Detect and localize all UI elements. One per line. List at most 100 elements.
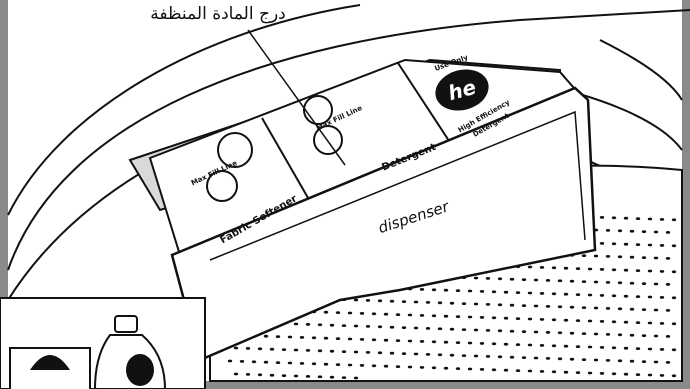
- drum-hole: [342, 350, 346, 353]
- drum-hole: [660, 244, 664, 247]
- drum-hole: [618, 359, 622, 362]
- drum-hole: [384, 339, 388, 342]
- drum-hole: [318, 323, 322, 326]
- drum-hole: [282, 374, 286, 377]
- drum-hole: [414, 327, 418, 330]
- drum-hole: [558, 357, 562, 360]
- drum-hole: [372, 312, 376, 315]
- drum-hole: [564, 345, 568, 348]
- drum-hole: [522, 304, 526, 307]
- drum-hole: [648, 218, 652, 221]
- drum-hole: [330, 350, 334, 353]
- drum-hole: [516, 317, 520, 320]
- drum-hole: [318, 349, 322, 352]
- drum-hole: [600, 294, 604, 297]
- drum-hole: [516, 291, 520, 294]
- drum-hole: [600, 372, 604, 375]
- drum-hole: [546, 279, 550, 282]
- drum-hole: [420, 288, 424, 291]
- drum-hole: [612, 242, 616, 245]
- drum-hole: [528, 344, 532, 347]
- drum-hole: [330, 376, 334, 379]
- drum-hole: [324, 337, 328, 340]
- drum-hole: [486, 303, 490, 306]
- drum-hole: [630, 308, 634, 311]
- drum-hole: [648, 296, 652, 299]
- drum-hole: [444, 289, 448, 292]
- drum-hole: [558, 331, 562, 334]
- drum-hole: [282, 348, 286, 351]
- drum-hole: [378, 351, 382, 354]
- drum-hole: [294, 375, 298, 378]
- drum-hole: [456, 289, 460, 292]
- drum-hole: [384, 313, 388, 316]
- drum-hole: [510, 330, 514, 333]
- drum-hole: [534, 305, 538, 308]
- drum-hole: [492, 342, 496, 345]
- drum-hole: [426, 327, 430, 330]
- drum-hole: [618, 307, 622, 310]
- drum-hole: [624, 295, 628, 298]
- drum-hole: [660, 322, 664, 325]
- drum-hole: [600, 320, 604, 323]
- drum-hole: [246, 347, 250, 350]
- drum-hole: [570, 332, 574, 335]
- drum-hole: [366, 325, 370, 328]
- drum-hole: [534, 279, 538, 282]
- drum-hole: [624, 347, 628, 350]
- drum-hole: [600, 268, 604, 271]
- drum-hole: [306, 375, 310, 378]
- drum-hole: [654, 335, 658, 338]
- drum-hole: [234, 347, 238, 350]
- drum-hole: [660, 270, 664, 273]
- drum-hole: [444, 367, 448, 370]
- drum-hole: [636, 217, 640, 220]
- drum-hole: [450, 328, 454, 331]
- drum-hole: [594, 333, 598, 336]
- drum-hole: [612, 372, 616, 375]
- drum-hole: [648, 322, 652, 325]
- drum-hole: [648, 244, 652, 247]
- drum-hole: [480, 368, 484, 371]
- drum-hole: [534, 331, 538, 334]
- drum-hole: [372, 338, 376, 341]
- drum-hole: [618, 229, 622, 232]
- drum-hole: [432, 314, 436, 317]
- drum-hole: [540, 370, 544, 373]
- drum-hole: [522, 278, 526, 281]
- drum-hole: [654, 361, 658, 364]
- drum-hole: [564, 267, 568, 270]
- drum-hole: [588, 372, 592, 375]
- drum-hole: [522, 330, 526, 333]
- drum-hole: [234, 373, 238, 376]
- drum-hole: [498, 355, 502, 358]
- drum-hole: [300, 336, 304, 339]
- drum-hole: [336, 363, 340, 366]
- drum-hole: [396, 365, 400, 368]
- drum-hole: [468, 342, 472, 345]
- drum-hole: [672, 322, 676, 325]
- drum-hole: [270, 374, 274, 377]
- drum-hole: [390, 326, 394, 329]
- drum-hole: [570, 280, 574, 283]
- drum-hole: [264, 335, 268, 338]
- drum-hole: [318, 375, 322, 378]
- drum-hole: [456, 341, 460, 344]
- drum-hole: [390, 300, 394, 303]
- drum-hole: [474, 355, 478, 358]
- drum-hole: [564, 371, 568, 374]
- drum-hole: [594, 255, 598, 258]
- drum-hole: [552, 266, 556, 269]
- drum-hole: [456, 367, 460, 370]
- drum-hole: [642, 256, 646, 259]
- drum-hole: [564, 319, 568, 322]
- drum-hole: [468, 316, 472, 319]
- drum-hole: [516, 369, 520, 372]
- drum-hole: [588, 294, 592, 297]
- drum-hole: [540, 318, 544, 321]
- drum-hole: [546, 357, 550, 360]
- drum-hole: [324, 311, 328, 314]
- drum-hole: [672, 270, 676, 273]
- drum-hole: [600, 216, 604, 219]
